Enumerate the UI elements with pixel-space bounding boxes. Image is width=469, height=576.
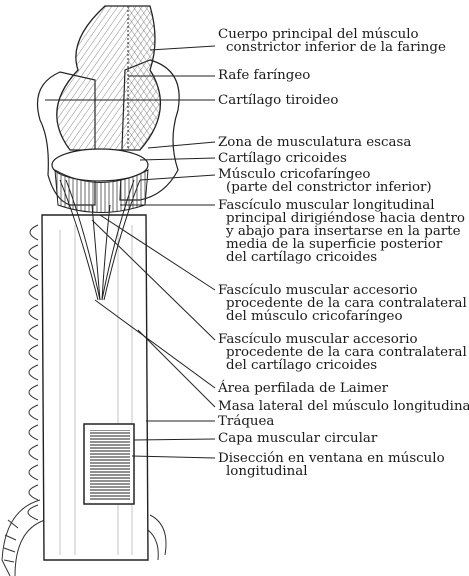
label-line: Cartílago cricoides — [218, 152, 347, 165]
bronchus-bottom-left — [2, 500, 45, 576]
label-line: Tráquea — [218, 415, 274, 428]
label-laimer-area: Área perfilada de Laimer — [218, 382, 388, 395]
label-line: Área perfilada de Laimer — [218, 382, 388, 395]
label-line: (parte del constrictor inferior) — [218, 181, 432, 194]
label-line: longitudinal — [218, 465, 445, 478]
label-lateral-longitudinal-mass: Masa lateral del músculo longitudinal — [218, 400, 469, 413]
label-line: constrictor inferior de la faringe — [218, 41, 446, 54]
label-cricoid-cartilage: Cartílago cricoides — [218, 152, 347, 165]
label-trachea: Tráquea — [218, 415, 274, 428]
label-accessory-fascicle-cricopharyngeus: Fascículo muscular accesorio procedente … — [218, 284, 467, 323]
label-thyroid-cartilage: Cartílago tiroideo — [218, 94, 338, 107]
label-line: Cartílago tiroideo — [218, 94, 338, 107]
label-main-longitudinal-fascicle: Fascículo muscular longitudinal principa… — [218, 199, 465, 264]
label-line: del cartílago cricoides — [218, 359, 467, 372]
label-window-dissection: Disección en ventana en músculo longitud… — [218, 452, 445, 478]
label-line: del músculo cricofaríngeo — [218, 310, 467, 323]
label-line: Capa muscular circular — [218, 432, 377, 445]
label-constrictor-body: Cuerpo principal del músculo constrictor… — [218, 28, 446, 54]
label-line: Masa lateral del músculo longitudinal — [218, 400, 469, 413]
label-pharyngeal-raphe: Rafe faríngeo — [218, 69, 310, 82]
label-line: Zona de musculatura escasa — [218, 136, 411, 149]
label-cricopharyngeus: Músculo cricofaríngeo (parte del constri… — [218, 168, 432, 194]
bronchus-bottom-right — [148, 515, 166, 560]
circular-muscle-layer — [90, 430, 130, 500]
tracheal-rings — [28, 225, 38, 520]
label-accessory-fascicle-cricoid: Fascículo muscular accesorio procedente … — [218, 333, 467, 372]
label-line: Rafe faríngeo — [218, 69, 310, 82]
label-sparse-muscle-zone: Zona de musculatura escasa — [218, 136, 411, 149]
label-line: del cartílago cricoides — [218, 251, 465, 264]
label-circular-muscle-layer: Capa muscular circular — [218, 432, 377, 445]
